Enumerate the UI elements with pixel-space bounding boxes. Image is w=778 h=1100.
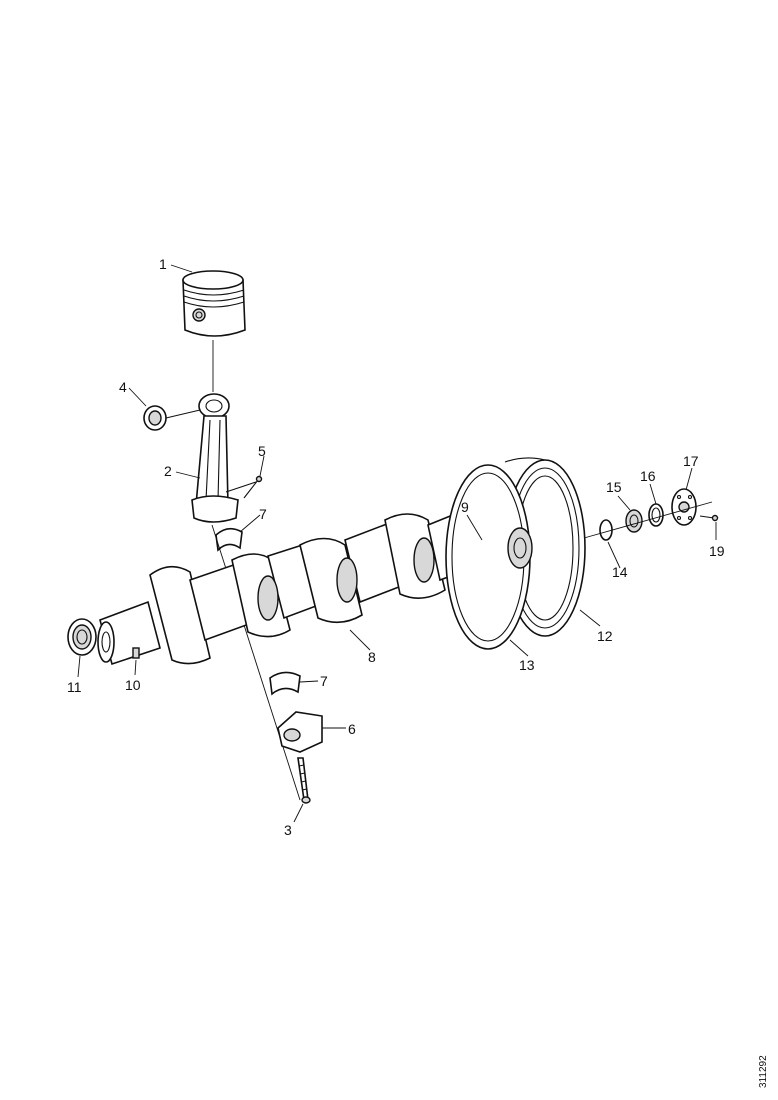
callout-14: 14 xyxy=(612,564,628,580)
callout-6: 6 xyxy=(348,721,356,737)
rod-cap xyxy=(277,711,323,753)
seal-ring-15 xyxy=(625,509,643,533)
callout-1: 1 xyxy=(159,256,167,272)
rod-bolt xyxy=(243,475,263,499)
rear-bolt xyxy=(699,514,719,522)
callout-16: 16 xyxy=(640,468,656,484)
ring-gear xyxy=(445,464,533,650)
cap-bolt xyxy=(297,757,311,804)
pilot-bearing xyxy=(599,519,613,541)
callout-4: 4 xyxy=(119,379,127,395)
connecting-rod xyxy=(191,393,257,523)
small-end-bush xyxy=(143,405,201,431)
seal-ring-16 xyxy=(648,503,664,527)
callout-2: 2 xyxy=(164,463,172,479)
callout-19: 19 xyxy=(709,543,725,559)
callout-9: 9 xyxy=(461,499,469,515)
bearing-shell-lower xyxy=(269,671,301,696)
callout-13: 13 xyxy=(519,657,535,673)
callout-15: 15 xyxy=(606,479,622,495)
bearing-shell-upper xyxy=(215,527,243,552)
piston xyxy=(182,270,246,337)
callout-11: 11 xyxy=(67,679,82,695)
callouts: 1 2 3 4 5 6 7 7 8 9 10 11 12 13 14 15 16… xyxy=(67,256,725,838)
callout-7-upper: 7 xyxy=(259,506,267,522)
woodruff-key xyxy=(132,647,140,659)
leader-lines xyxy=(77,264,717,823)
callout-3: 3 xyxy=(284,822,292,838)
callout-5: 5 xyxy=(258,443,266,459)
callout-12: 12 xyxy=(597,628,613,644)
callout-17: 17 xyxy=(683,453,699,469)
drawing-reference-number: 311292 xyxy=(758,1055,769,1088)
callout-8: 8 xyxy=(368,649,376,665)
crankshaft-gear xyxy=(67,618,97,656)
callout-7-lower: 7 xyxy=(320,673,328,689)
rear-plate xyxy=(671,488,697,526)
callout-10: 10 xyxy=(125,677,141,693)
